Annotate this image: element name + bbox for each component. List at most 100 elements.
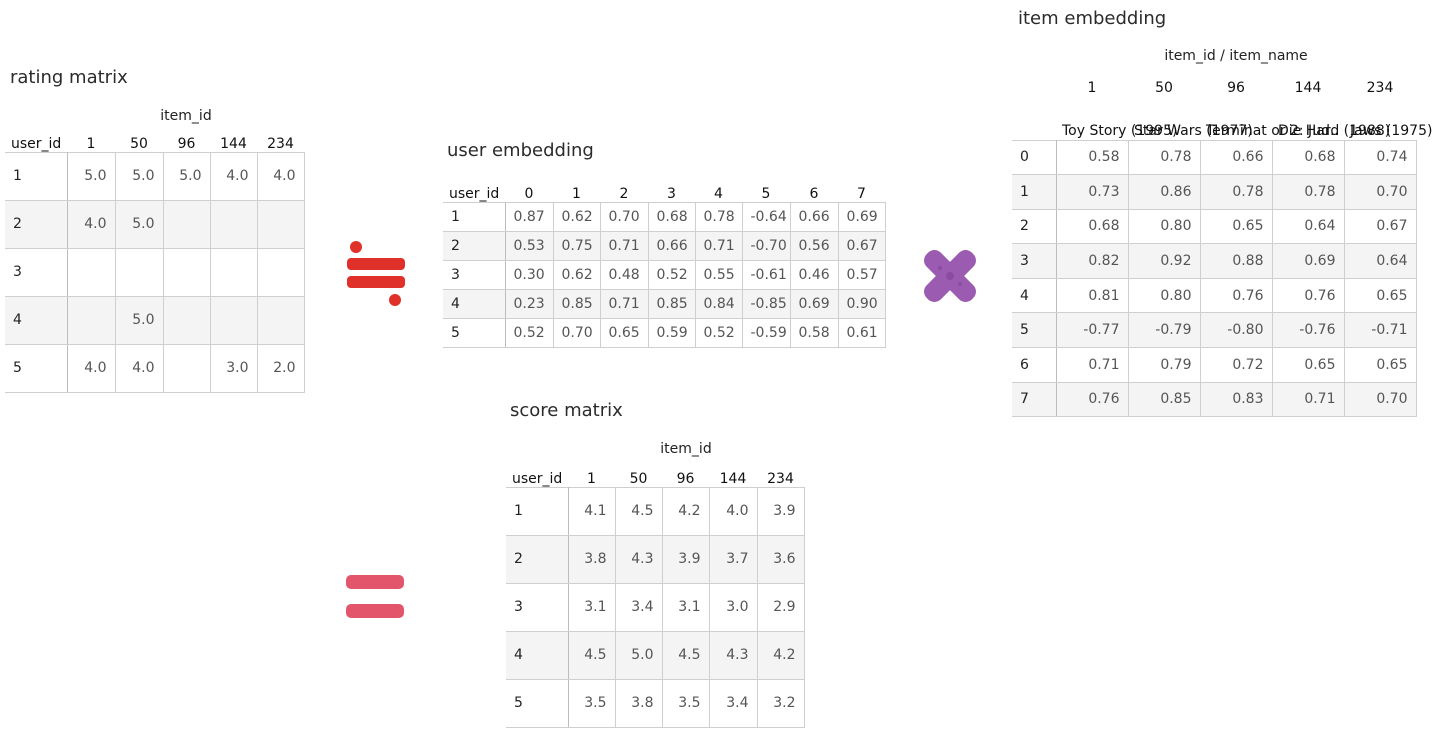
user-embedding-cell: 0.53 xyxy=(505,231,554,261)
score-matrix-title: score matrix xyxy=(510,400,623,421)
item-embedding-cell: 0.64 xyxy=(1344,243,1417,279)
score-cell: 5.0 xyxy=(615,631,663,680)
score-col-header: 144 xyxy=(719,470,747,487)
score-cell: 3.9 xyxy=(757,486,805,536)
user-embedding-cell: 0.65 xyxy=(600,318,649,348)
rating-col-header: 234 xyxy=(267,135,294,152)
item-embedding-row-header: 7 xyxy=(1012,382,1057,418)
user-embedding-cell: 0.59 xyxy=(648,318,696,348)
item-embedding-cell: -0.80 xyxy=(1200,312,1273,349)
rating-cell xyxy=(163,296,211,345)
item-embedding-cell: -0.71 xyxy=(1344,312,1417,349)
item-embedding-cell: 0.85 xyxy=(1128,382,1201,418)
item-embedding-row-header: 0 xyxy=(1012,139,1057,176)
user-embedding-cell: 0.87 xyxy=(505,201,554,232)
item-embedding-cell: 0.92 xyxy=(1128,243,1201,279)
item-embedding-row-header: 6 xyxy=(1012,347,1057,383)
score-cell: 4.5 xyxy=(568,631,616,680)
rating-matrix-title: rating matrix xyxy=(10,67,128,88)
user-embedding-row-header: 1 xyxy=(443,201,506,232)
user-embedding-title: user embedding xyxy=(447,140,594,161)
item-embedding-row-header: 4 xyxy=(1012,278,1057,314)
user-embedding-cell: 0.78 xyxy=(695,201,743,232)
rating-cell xyxy=(163,344,211,393)
score-row-header: 1 xyxy=(506,486,569,536)
item-embedding-cell: 0.68 xyxy=(1272,139,1345,176)
user-embedding-cell: 0.46 xyxy=(790,260,839,290)
item-embedding-cell: 0.78 xyxy=(1272,174,1345,210)
user-embedding-row-header: 2 xyxy=(443,231,506,261)
score-cell: 3.7 xyxy=(709,535,758,584)
user-embedding-cell: -0.64 xyxy=(742,201,791,232)
user-embedding-cell: 0.57 xyxy=(838,260,886,290)
score-cell: 2.9 xyxy=(757,583,805,632)
user-embedding-cell: 0.75 xyxy=(553,231,601,261)
user-embedding-row-header: 3 xyxy=(443,260,506,290)
rating-col-header: 96 xyxy=(177,135,196,152)
rating-cell: 2.0 xyxy=(257,344,305,393)
rating-cell: 5.0 xyxy=(115,151,164,201)
item-embedding-col-axis-label: item_id / item_name xyxy=(1164,48,1308,64)
score-cell: 4.1 xyxy=(568,486,616,536)
item-embedding-cell: 0.65 xyxy=(1200,209,1273,245)
score-cell: 4.0 xyxy=(709,486,758,536)
item-embedding-cell: 0.71 xyxy=(1272,382,1345,418)
user-embedding-cell: 0.69 xyxy=(790,289,839,319)
item-embedding-cell: 0.71 xyxy=(1056,347,1129,383)
item-embedding-cell: 0.74 xyxy=(1344,139,1417,176)
item-embedding-cell: 0.83 xyxy=(1200,382,1273,418)
item-embedding-cell: 0.76 xyxy=(1056,382,1129,418)
user-embedding-cell: -0.70 xyxy=(742,231,791,261)
rating-col-header: 144 xyxy=(220,135,247,152)
score-cell: 4.3 xyxy=(615,535,663,584)
user-embedding-cell: 0.58 xyxy=(790,318,839,348)
score-row-header: 3 xyxy=(506,583,569,632)
rating-row-header: 1 xyxy=(5,151,68,201)
score-cell: 3.4 xyxy=(709,679,758,728)
user-embedding-col-header: 3 xyxy=(667,185,676,202)
rating-cell: 3.0 xyxy=(210,344,258,393)
user-embedding-cell: 0.52 xyxy=(648,260,696,290)
score-col-header: 1 xyxy=(587,470,596,487)
user-embedding-cell: -0.59 xyxy=(742,318,791,348)
user-embedding-cell: 0.70 xyxy=(553,318,601,348)
item-embedding-cell: 0.73 xyxy=(1056,174,1129,210)
score-cell: 3.0 xyxy=(709,583,758,632)
score-cell: 4.5 xyxy=(615,486,663,536)
item-embedding-cell: -0.77 xyxy=(1056,312,1129,349)
item-embedding-cell: 0.70 xyxy=(1344,382,1417,418)
user-embedding-col-header: 5 xyxy=(761,185,771,202)
user-embedding-col-header: 2 xyxy=(619,185,629,202)
rating-cell xyxy=(257,296,305,345)
item-embedding-cell: 0.80 xyxy=(1128,278,1201,314)
user-embedding-cell: -0.61 xyxy=(742,260,791,290)
user-embedding-cell: 0.61 xyxy=(838,318,886,348)
item-embedding-cell: 0.70 xyxy=(1344,174,1417,210)
item-embedding-cell: 0.58 xyxy=(1056,139,1129,176)
rating-cell: 4.0 xyxy=(67,344,116,393)
score-cell: 3.5 xyxy=(662,679,710,728)
rating-row-header: 4 xyxy=(5,296,68,345)
rating-cell xyxy=(67,248,116,297)
user-embedding-cell: 0.66 xyxy=(790,201,839,232)
score-cell: 4.2 xyxy=(662,486,710,536)
score-cell: 4.3 xyxy=(709,631,758,680)
item-embedding-cell: 0.80 xyxy=(1128,209,1201,245)
user-embedding-cell: 0.52 xyxy=(695,318,743,348)
rating-row: 3 xyxy=(5,248,305,297)
score-cell: 3.2 xyxy=(757,679,805,728)
item-embedding-row: 5-0.77-0.79-0.80-0.76-0.71 xyxy=(1012,312,1417,349)
